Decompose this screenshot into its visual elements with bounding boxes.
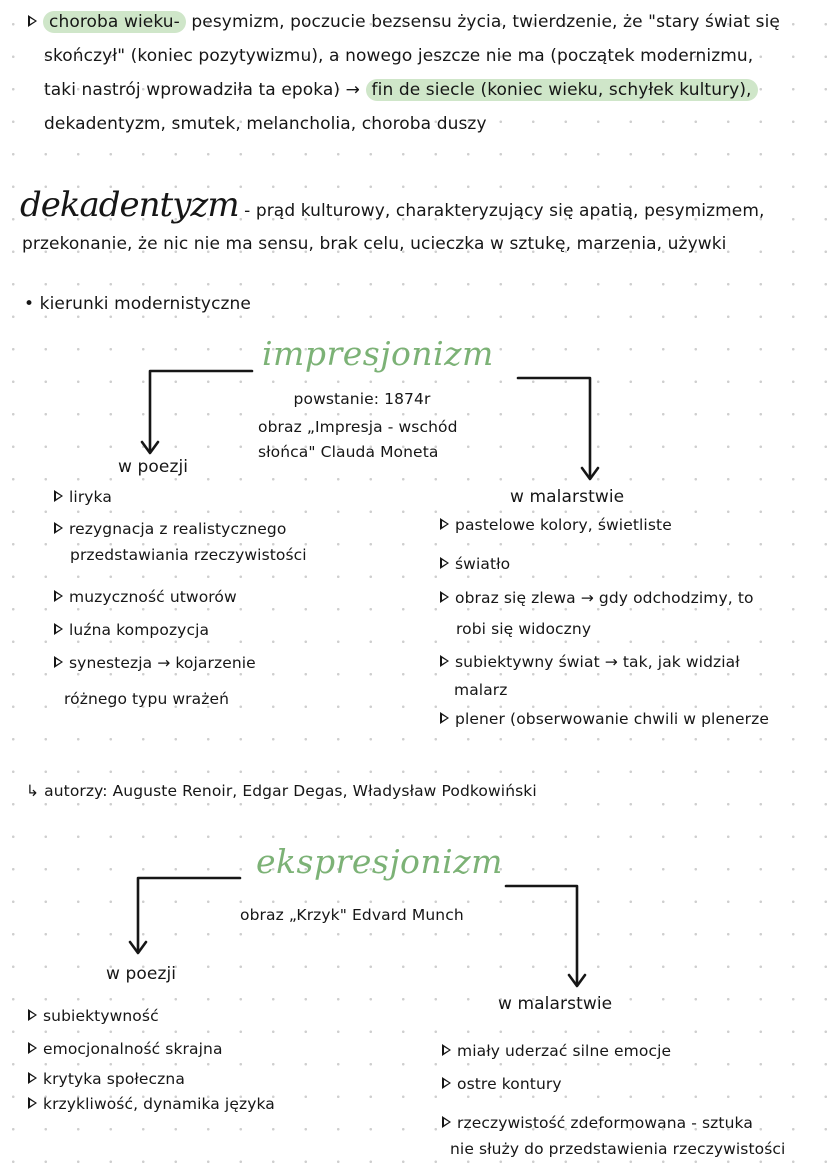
list-item: rezygnacja z realistycznego <box>54 518 286 540</box>
impresjonizm-poetry-label: w poezji <box>118 457 189 477</box>
list-item-text: synestezja → kojarzenie <box>69 654 256 672</box>
triangle-bullet-icon <box>440 518 449 530</box>
triangle-bullet-icon <box>442 1077 451 1089</box>
dot-bullet-icon: • <box>24 294 35 314</box>
list-item: plener (obserwowanie chwili w plenerze <box>440 708 769 730</box>
section-heading: • kierunki modernistyczne <box>24 293 251 315</box>
triangle-bullet-icon <box>440 655 449 667</box>
list-item: rzeczywistość zdeformowana - sztuka <box>442 1112 753 1134</box>
list-item-text: plener (obserwowanie chwili w plenerze <box>455 710 769 728</box>
list-item: pastelowe kolory, świetliste <box>440 514 672 536</box>
triangle-bullet-icon <box>28 15 37 27</box>
list-item-text: pastelowe kolory, świetliste <box>455 516 672 534</box>
list-item-text: liryka <box>69 488 112 506</box>
list-item-continuation: różnego typu wrażeń <box>64 690 230 708</box>
definition-line-2: przekonanie, że nic nie ma sensu, brak c… <box>22 234 727 254</box>
intro-text: taki nastrój wprowadziła ta epoka) → <box>44 80 361 100</box>
list-item-text: obraz się zlewa → gdy odchodzimy, to <box>455 589 754 607</box>
intro-line-3: taki nastrój wprowadziła ta epoka) → fin… <box>44 79 758 101</box>
impresjonizm-info-2: obraz „Impresja - wschód <box>258 418 458 436</box>
list-item: miały uderzać silne emocje <box>442 1040 671 1062</box>
list-item-continuation: malarz <box>454 681 508 699</box>
impresjonizm-info-1: powstanie: 1874r <box>293 390 431 408</box>
list-item-text: rzeczywistość zdeformowana - sztuka <box>457 1114 753 1132</box>
triangle-bullet-icon <box>54 590 63 602</box>
list-item: subiektywny świat → tak, jak widział <box>440 651 740 673</box>
ekspresjonizm-info: obraz „Krzyk" Edvard Munch <box>240 906 464 924</box>
list-item-text: krzykliwość, dynamika języka <box>43 1095 275 1113</box>
list-item-text: emocjonalność skrajna <box>43 1040 223 1058</box>
intro-line-4: dekadentyzm, smutek, melancholia, chorob… <box>44 114 487 134</box>
list-item-continuation: przedstawiania rzeczywistości <box>70 546 307 564</box>
highlight-choroba-wieku: choroba wieku- <box>43 11 186 33</box>
arrow-ekspresjonizm-right <box>504 884 579 987</box>
term-dekadentyzm: dekadentyzm <box>20 185 240 225</box>
list-item-text: muzyczność utworów <box>69 588 237 606</box>
list-item: liryka <box>54 486 112 508</box>
ekspresjonizm-poetry-label: w poezji <box>106 964 177 984</box>
list-item: muzyczność utworów <box>54 586 237 608</box>
triangle-bullet-icon <box>54 656 63 668</box>
list-item: luźna kompozycja <box>54 619 209 641</box>
triangle-bullet-icon <box>54 522 63 534</box>
list-item-text: rezygnacja z realistycznego <box>69 520 287 538</box>
arrow-impresjonizm-left <box>148 369 254 454</box>
list-item-text: subiektywność <box>43 1007 159 1025</box>
list-item: krytyka społeczna <box>28 1068 185 1090</box>
intro-text: pesymizm, poczucie bezsensu życia, twier… <box>191 12 780 32</box>
triangle-bullet-icon <box>28 1097 37 1109</box>
triangle-bullet-icon <box>28 1042 37 1054</box>
list-item: obraz się zlewa → gdy odchodzimy, to <box>440 587 754 609</box>
impresjonizm-authors: ↳ autorzy: Auguste Renoir, Edgar Degas, … <box>26 782 537 800</box>
intro-line-2: skończył" (koniec pozytywizmu), a nowego… <box>44 46 754 66</box>
triangle-bullet-icon <box>442 1116 451 1128</box>
definition-text: prąd kulturowy, charakteryzujący się apa… <box>255 201 765 221</box>
triangle-bullet-icon <box>440 712 449 724</box>
section-heading-text: kierunki modernistyczne <box>39 294 251 314</box>
list-item: subiektywność <box>28 1005 159 1027</box>
list-item-text: luźna kompozycja <box>69 621 210 639</box>
triangle-bullet-icon <box>28 1072 37 1084</box>
title-ekspresjonizm: ekspresjonizm <box>256 842 503 881</box>
list-item: synestezja → kojarzenie <box>54 652 256 674</box>
list-item-text: krytyka społeczna <box>43 1070 185 1088</box>
impresjonizm-painting-label: w malarstwie <box>510 487 625 507</box>
list-item-text: miały uderzać silne emocje <box>457 1042 672 1060</box>
triangle-bullet-icon <box>442 1044 451 1056</box>
ekspresjonizm-painting-label: w malarstwie <box>498 994 613 1014</box>
triangle-bullet-icon <box>28 1009 37 1021</box>
intro-line-1: choroba wieku- pesymizm, poczucie bezsen… <box>28 11 780 33</box>
list-item-text: ostre kontury <box>457 1075 562 1093</box>
impresjonizm-info-3: słońca" Clauda Moneta <box>258 443 439 461</box>
triangle-bullet-icon <box>54 490 63 502</box>
list-item-continuation: nie służy do przedstawienia rzeczywistoś… <box>450 1140 786 1158</box>
arrow-impresjonizm-right <box>516 376 592 480</box>
list-item: ostre kontury <box>442 1073 562 1095</box>
arrow-ekspresjonizm-left <box>136 876 242 954</box>
definition-dekadentyzm: dekadentyzm - prąd kulturowy, charaktery… <box>20 185 765 231</box>
list-item-text: subiektywny świat → tak, jak widział <box>455 653 740 671</box>
dash: - <box>238 201 256 221</box>
title-impresjonizm: impresjonizm <box>262 334 494 373</box>
list-item-continuation: robi się widoczny <box>456 620 592 638</box>
list-item: emocjonalność skrajna <box>28 1038 223 1060</box>
list-item: światło <box>440 553 510 575</box>
triangle-bullet-icon <box>440 557 449 569</box>
triangle-bullet-icon <box>54 623 63 635</box>
triangle-bullet-icon <box>440 591 449 603</box>
highlight-fin-de-siecle: fin de siecle (koniec wieku, schyłek kul… <box>365 79 758 101</box>
list-item-text: światło <box>455 555 511 573</box>
list-item: krzykliwość, dynamika języka <box>28 1093 275 1115</box>
